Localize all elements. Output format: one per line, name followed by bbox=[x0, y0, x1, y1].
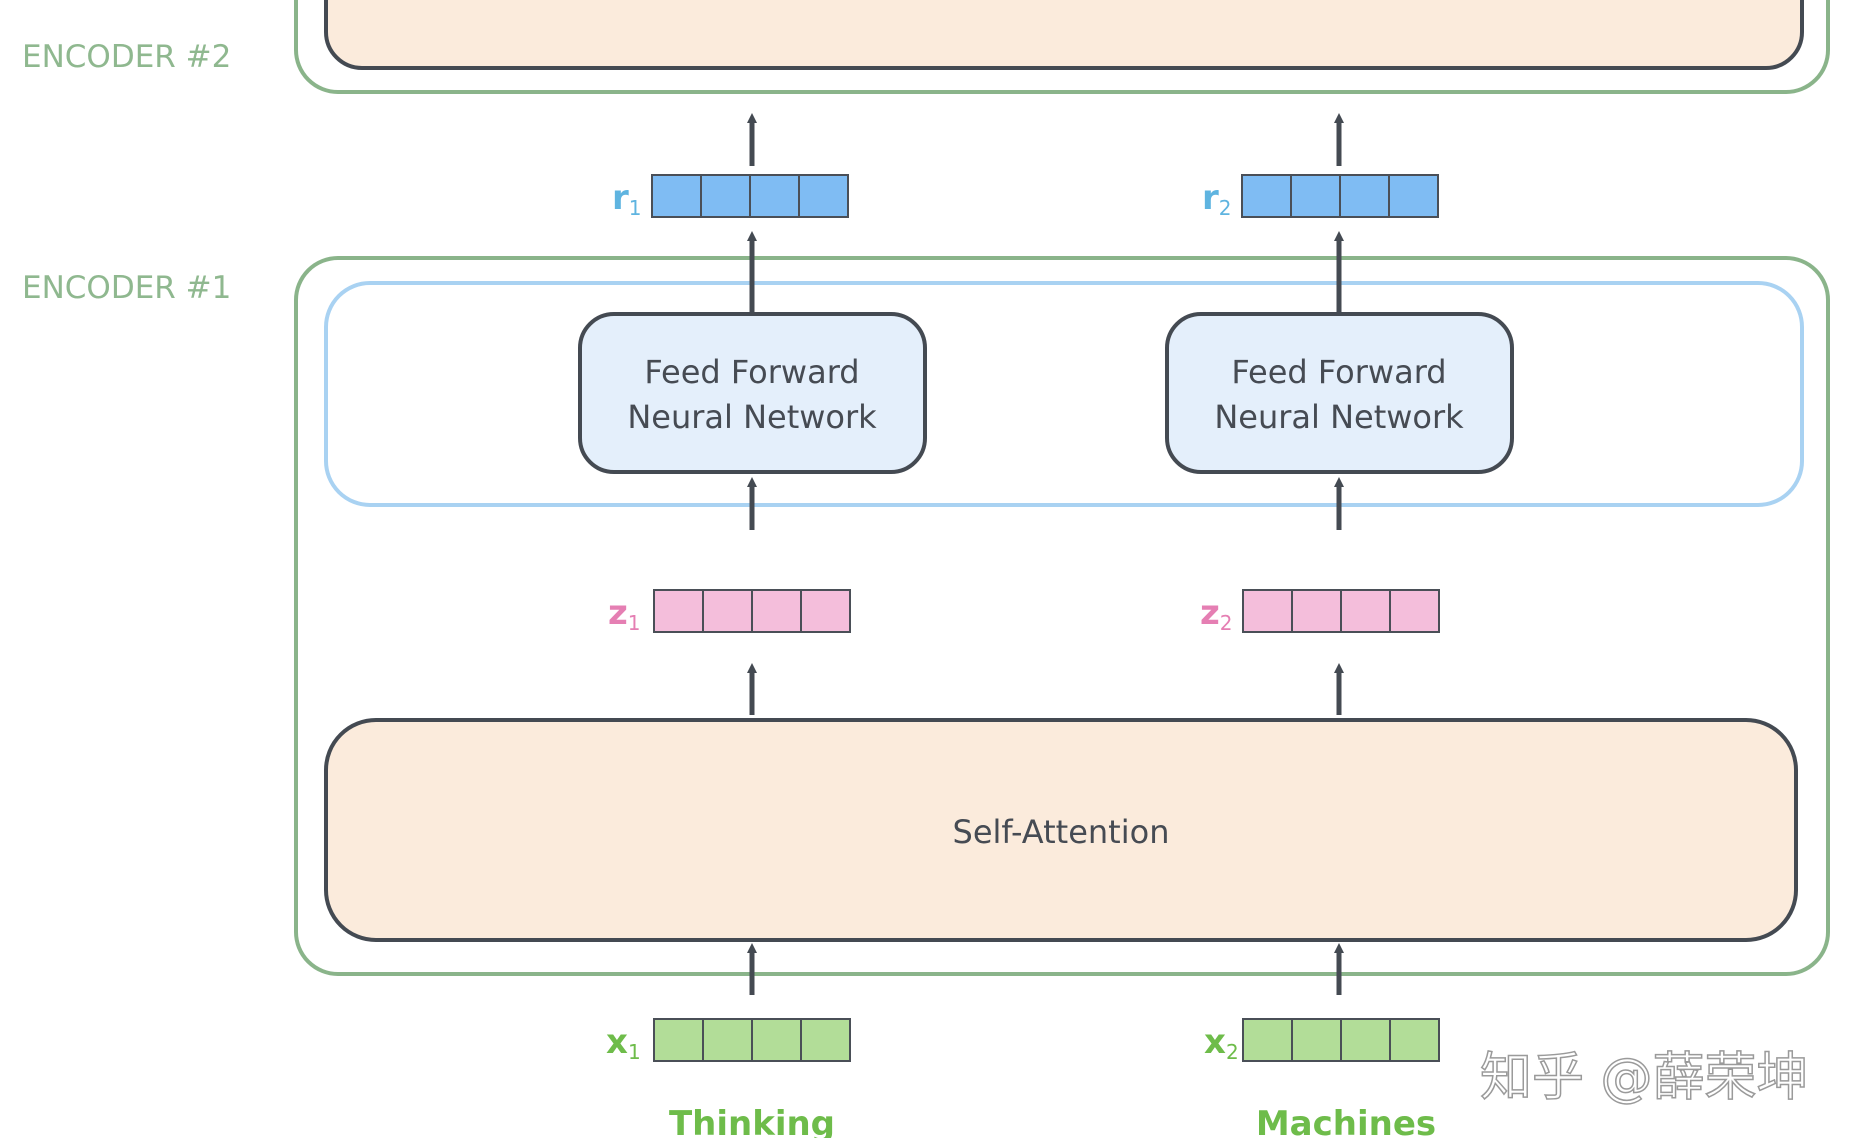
vector-x2: x2 bbox=[1204, 1018, 1440, 1064]
self-attention-box: Self-Attention bbox=[324, 718, 1798, 942]
encoder-2: ENCODER #2 bbox=[22, 0, 1830, 94]
vector-r1-label: r1 bbox=[612, 178, 642, 220]
watermark: 知乎 @薛荣坤 bbox=[1480, 1048, 1809, 1108]
encoder-2-self-attention-box bbox=[324, 0, 1804, 70]
vector-x1-label: x1 bbox=[606, 1022, 641, 1064]
ffnn-box-2: Feed Forward Neural Network bbox=[1165, 312, 1514, 474]
encoder-1-label: ENCODER #1 bbox=[22, 270, 231, 306]
arrows bbox=[747, 113, 1344, 995]
vector-x2-label: x2 bbox=[1204, 1022, 1239, 1064]
ffnn-box-1: Feed Forward Neural Network bbox=[578, 312, 927, 474]
input-word-thinking: Thinking bbox=[669, 1104, 835, 1138]
vector-z1: z1 bbox=[608, 589, 851, 635]
vector-r2: r2 bbox=[1202, 174, 1439, 220]
input-word-machines: Machines bbox=[1256, 1104, 1436, 1138]
vector-z1-label: z1 bbox=[608, 593, 641, 635]
vector-r1: r1 bbox=[612, 174, 849, 220]
ffnn-region bbox=[324, 281, 1804, 507]
ffnn-1-line2: Neural Network bbox=[627, 398, 877, 436]
encoder-2-label: ENCODER #2 bbox=[22, 39, 231, 75]
vector-z2-label: z2 bbox=[1200, 593, 1233, 635]
vector-x1: x1 bbox=[606, 1018, 851, 1064]
encoder-1: ENCODER #1 Feed Forward Neural Network F… bbox=[22, 256, 1830, 976]
vector-r2-label: r2 bbox=[1202, 178, 1232, 220]
self-attention-label: Self-Attention bbox=[953, 813, 1170, 851]
ffnn-2-line2: Neural Network bbox=[1214, 398, 1464, 436]
vector-z2: z2 bbox=[1200, 589, 1440, 635]
ffnn-1-line1: Feed Forward bbox=[644, 353, 859, 391]
ffnn-2-line1: Feed Forward bbox=[1231, 353, 1446, 391]
